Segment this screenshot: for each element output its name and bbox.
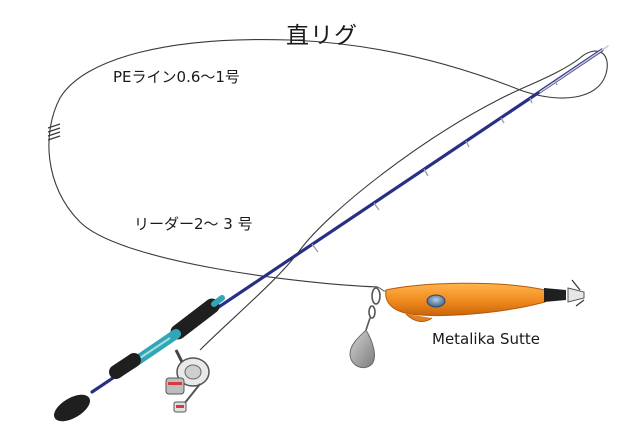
lure-metalika-sutte xyxy=(385,279,585,322)
lure-eye xyxy=(426,294,446,308)
main-line-label: PEライン0.6〜1号 xyxy=(113,68,240,86)
sinker xyxy=(349,329,375,369)
lure-label: Metalika Sutte xyxy=(432,330,540,348)
pe-line xyxy=(48,39,608,351)
snap-swivel xyxy=(365,287,381,331)
leader-label: リーダー2〜 3 号 xyxy=(134,215,253,233)
fishing-rod xyxy=(53,45,609,422)
rear-grip xyxy=(109,353,141,379)
line-knot xyxy=(47,123,61,141)
butt-cap xyxy=(53,394,91,422)
fore-grip xyxy=(170,298,220,340)
rod-tip xyxy=(539,45,609,93)
rod-guides xyxy=(311,80,558,253)
spinning-reel xyxy=(165,349,210,413)
diagram-title: 直リグ xyxy=(286,23,358,49)
